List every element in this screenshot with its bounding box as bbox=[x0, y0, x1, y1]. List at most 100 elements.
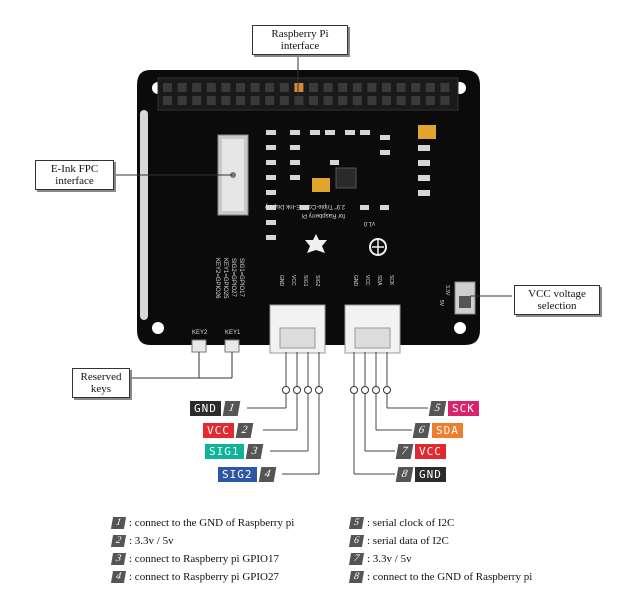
header-pin bbox=[382, 96, 391, 105]
legend-item-7: 7: 3.3v / 5v bbox=[348, 552, 412, 566]
pin-name-tag: SDA bbox=[432, 423, 463, 438]
callout-line: keys bbox=[90, 383, 112, 395]
header-pin bbox=[396, 96, 406, 105]
legend-number: 7 bbox=[348, 553, 365, 566]
header-pin bbox=[309, 83, 318, 92]
rpi-interface-callout: Raspberry Pi interface bbox=[252, 25, 348, 55]
conn-right-pin-label: SCK bbox=[388, 275, 394, 286]
vcc-switch: 3.3V 5V bbox=[438, 281, 476, 315]
header-pin bbox=[367, 83, 377, 92]
legend-item-8: 8: connect to the GND of Raspberry pi bbox=[348, 570, 533, 584]
capacitor bbox=[312, 178, 330, 192]
gpio-label-group: SIG1=GPIO17 SIG2=GPIO27 KEY1=GPIO25 KEY2… bbox=[214, 258, 244, 299]
pin-row-3: SIG1 3 bbox=[205, 444, 263, 459]
header-pin bbox=[323, 96, 333, 105]
header-pin bbox=[221, 83, 231, 92]
legend-number: 3 bbox=[110, 553, 127, 566]
gpio-label: KEY2=GPIO26 bbox=[214, 258, 220, 299]
callout-line: VCC voltage bbox=[528, 288, 586, 300]
header-pin bbox=[425, 83, 435, 92]
legend-text: : connect to Raspberry pi GPIO17 bbox=[129, 553, 279, 565]
gpio-label: SIG2=GPIO27 bbox=[230, 258, 236, 298]
pin-name-tag: SIG1 bbox=[205, 444, 244, 459]
header-pin bbox=[411, 83, 421, 92]
inductor bbox=[335, 167, 357, 189]
legend-text: : 3.3v / 5v bbox=[367, 553, 412, 565]
conn-left-pin-label: VCC bbox=[290, 275, 296, 286]
capacitor bbox=[418, 125, 436, 139]
header-pin bbox=[250, 83, 260, 92]
header-pin bbox=[192, 83, 202, 92]
pin-name-tag: GND bbox=[190, 401, 221, 416]
header-pin bbox=[425, 96, 435, 105]
pin-number: 1 bbox=[222, 401, 241, 416]
header-pin bbox=[265, 83, 275, 92]
pin-row-1: GND 1 bbox=[190, 401, 241, 416]
pin-number: 3 bbox=[245, 444, 263, 459]
smd-components bbox=[266, 130, 430, 240]
legend-item-1: 1: connect to the GND of Raspberry pi bbox=[110, 516, 295, 530]
pin-number: 2 bbox=[235, 423, 254, 438]
conn-left-pin-label: SIG2 bbox=[314, 275, 320, 287]
legend-text: : serial data of I2C bbox=[367, 535, 449, 547]
header-pin bbox=[236, 83, 245, 92]
pin-row-5: 5 SCK bbox=[428, 401, 479, 416]
legend-number: 2 bbox=[110, 535, 127, 548]
pin-number: 7 bbox=[395, 444, 414, 459]
pin-number: 5 bbox=[428, 401, 447, 416]
header-pin bbox=[192, 96, 202, 105]
key2-button bbox=[191, 339, 207, 353]
pin-row-4: SIG2 4 bbox=[218, 467, 276, 482]
legend-item-4: 4: connect to Raspberry pi GPIO27 bbox=[110, 570, 279, 584]
header-pin bbox=[294, 96, 304, 105]
header-pin bbox=[177, 83, 187, 92]
conn-right-pin-label: GND bbox=[352, 275, 358, 287]
key2-label: KEY2 bbox=[192, 330, 208, 336]
fpc-connector bbox=[217, 134, 249, 216]
legend-text: : connect to the GND of Raspberry pi bbox=[129, 517, 295, 529]
callout-line: Raspberry Pi bbox=[271, 28, 329, 40]
pin-name-tag: VCC bbox=[203, 423, 234, 438]
header-pin bbox=[338, 96, 348, 105]
header-pin bbox=[206, 83, 216, 92]
vcc-selection-callout: VCC voltage selection bbox=[514, 285, 600, 315]
header-pin bbox=[323, 83, 333, 92]
header-pin bbox=[440, 96, 450, 105]
legend-number: 5 bbox=[348, 517, 365, 530]
pin-name-tag: SIG2 bbox=[218, 467, 257, 482]
logo-icon bbox=[372, 240, 384, 254]
gpio-header bbox=[157, 77, 459, 111]
conn-left-pin-label: GND bbox=[278, 275, 284, 287]
pin-wires bbox=[247, 352, 428, 475]
conn-right-pin-label: VCC bbox=[364, 275, 370, 286]
fpc-interface-callout: E-Ink FPC interface bbox=[35, 160, 114, 190]
header-pin bbox=[396, 83, 406, 92]
header-pin bbox=[309, 96, 318, 105]
mount-hole bbox=[454, 322, 466, 334]
mount-hole bbox=[152, 322, 164, 334]
header-pin bbox=[294, 83, 304, 92]
key1-button bbox=[224, 339, 240, 353]
header-pin bbox=[440, 83, 450, 92]
legend-text: : connect to Raspberry pi GPIO27 bbox=[129, 571, 279, 583]
header-pin bbox=[352, 96, 362, 105]
pin-name-tag: SCK bbox=[448, 401, 479, 416]
header-pin bbox=[338, 83, 348, 92]
pin-number: 8 bbox=[395, 467, 414, 482]
legend-number: 4 bbox=[110, 571, 127, 584]
pin-name-tag: VCC bbox=[415, 444, 446, 459]
callout-line: E-Ink FPC bbox=[50, 163, 99, 175]
board-subtitle-text: for Raspberry Pi bbox=[302, 212, 345, 218]
header-pin bbox=[279, 96, 289, 105]
board-slot bbox=[140, 110, 148, 320]
pin-row-2: VCC 2 bbox=[203, 423, 254, 438]
header-pin bbox=[163, 83, 172, 92]
pin-row-7: 7 VCC bbox=[395, 444, 446, 459]
legend-text: : 3.3v / 5v bbox=[129, 535, 174, 547]
pin-row-6: 6 SDA bbox=[412, 423, 463, 438]
callout-line: Reserved bbox=[80, 371, 122, 383]
legend-number: 6 bbox=[348, 535, 365, 548]
legend-text: : connect to the GND of Raspberry pi bbox=[367, 571, 533, 583]
header-pin bbox=[265, 96, 275, 105]
pin-name-tag: GND bbox=[415, 467, 446, 482]
